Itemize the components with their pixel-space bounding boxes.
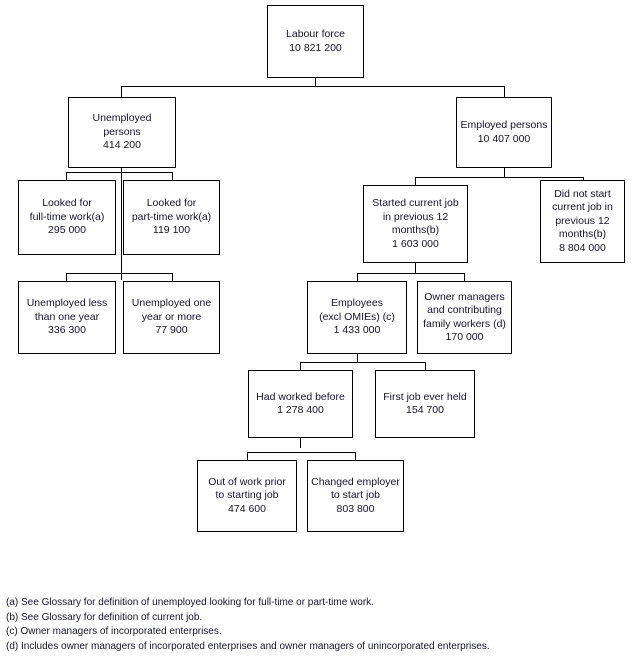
node-owner-managers: Owner managers and contributing family w… [417, 281, 512, 354]
node-had-worked-before: Had worked before 1 278 400 [248, 370, 353, 438]
connector-employed-drop [504, 86, 505, 97]
node-label: Unemployed one year or more 77 900 [131, 297, 212, 337]
node-label: Employed persons 10 407 000 [460, 119, 548, 145]
footnote-line: (b) See Glossary for definition of curre… [6, 611, 203, 623]
footnote-line: (a) See Glossary for definition of unemp… [6, 597, 374, 608]
connector-one-year-more-drop [172, 273, 173, 281]
connector-unemployed-row2-bus [66, 273, 172, 274]
connector-part-time-drop [172, 172, 173, 180]
node-employees: Employees (excl OMIEs) (c) 1 433 000 [307, 281, 407, 354]
connector-did-not-start-drop [583, 177, 584, 181]
node-looked-for-part-time-work: Looked for part-time work(a) 119 100 [123, 180, 220, 255]
node-label: Started current job in previous 12 month… [372, 197, 459, 250]
connector-unemployed-stem [121, 168, 122, 280]
node-label: Out of work prior to starting job 474 60… [208, 475, 286, 515]
connector-had-worked-drop [300, 362, 301, 370]
node-unemployed-persons: Unemployed persons 414 200 [68, 97, 176, 168]
connector-unemployed-drop [121, 86, 122, 97]
node-label: Employees (excl OMIEs) (c) 1 433 000 [319, 297, 395, 337]
connector-full-time-drop [66, 172, 67, 180]
connector-level2-bus [121, 86, 504, 87]
node-employed-persons: Employed persons 10 407 000 [456, 97, 552, 168]
node-label: Did not start current job in previous 12… [552, 187, 613, 254]
connector-changed-employer-drop [355, 452, 356, 460]
footnote-line: (c) Owner managers of incorporated enter… [6, 626, 222, 638]
connector-employed-row-bus [415, 177, 583, 178]
node-unemployed-less-than-one-year: Unemployed less than one year 336 300 [18, 281, 116, 354]
footnotes-block: (a) See Glossary for definition of unemp… [6, 596, 636, 654]
connector-started-job-drop [415, 177, 416, 185]
connector-employees-stem [357, 354, 358, 363]
node-started-current-job: Started current job in previous 12 month… [363, 185, 468, 263]
connector-less-one-year-drop [66, 273, 67, 281]
footnote-line: (d) Includes owner managers of incorpora… [6, 640, 490, 652]
node-did-not-start-current-job: Did not start current job in previous 12… [540, 180, 625, 263]
connector-employed-stem [504, 168, 505, 177]
connector-labour-force-stem [315, 78, 316, 86]
connector-had-worked-stem [300, 438, 301, 448]
connector-employees-drop [357, 273, 358, 281]
node-label: Looked for part-time work(a) 119 100 [131, 197, 212, 237]
connector-owner-managers-drop [464, 273, 465, 281]
node-unemployed-one-year-or-more: Unemployed one year or more 77 900 [123, 281, 220, 354]
node-label: Unemployed less than one year 336 300 [26, 297, 108, 337]
node-label: Looked for full-time work(a) 295 000 [29, 197, 105, 237]
node-changed-employer-to-start-job: Changed employer to start job 803 800 [307, 460, 404, 532]
node-label: Labour force 10 821 200 [286, 28, 345, 54]
connector-worked-row-bus [300, 362, 425, 363]
connector-first-job-drop [425, 362, 426, 370]
connector-bottom-row-bus [247, 452, 356, 453]
node-label: Unemployed persons 414 200 [92, 112, 152, 152]
connector-employees-row-bus [357, 273, 465, 274]
node-label: Owner managers and contributing family w… [423, 290, 506, 344]
node-looked-for-full-time-work: Looked for full-time work(a) 295 000 [18, 180, 116, 255]
node-out-of-work-prior-to-starting-job: Out of work prior to starting job 474 60… [197, 460, 297, 532]
connector-unemployed-row1-bus [66, 172, 172, 173]
connector-started-job-stem [415, 263, 416, 273]
node-labour-force: Labour force 10 821 200 [267, 5, 364, 78]
node-label: Changed employer to start job 803 800 [311, 475, 400, 515]
connector-out-of-work-drop [247, 452, 248, 460]
node-label: First job ever held 154 700 [383, 390, 467, 417]
node-first-job-ever-held: First job ever held 154 700 [375, 370, 475, 438]
node-label: Had worked before 1 278 400 [256, 390, 345, 417]
